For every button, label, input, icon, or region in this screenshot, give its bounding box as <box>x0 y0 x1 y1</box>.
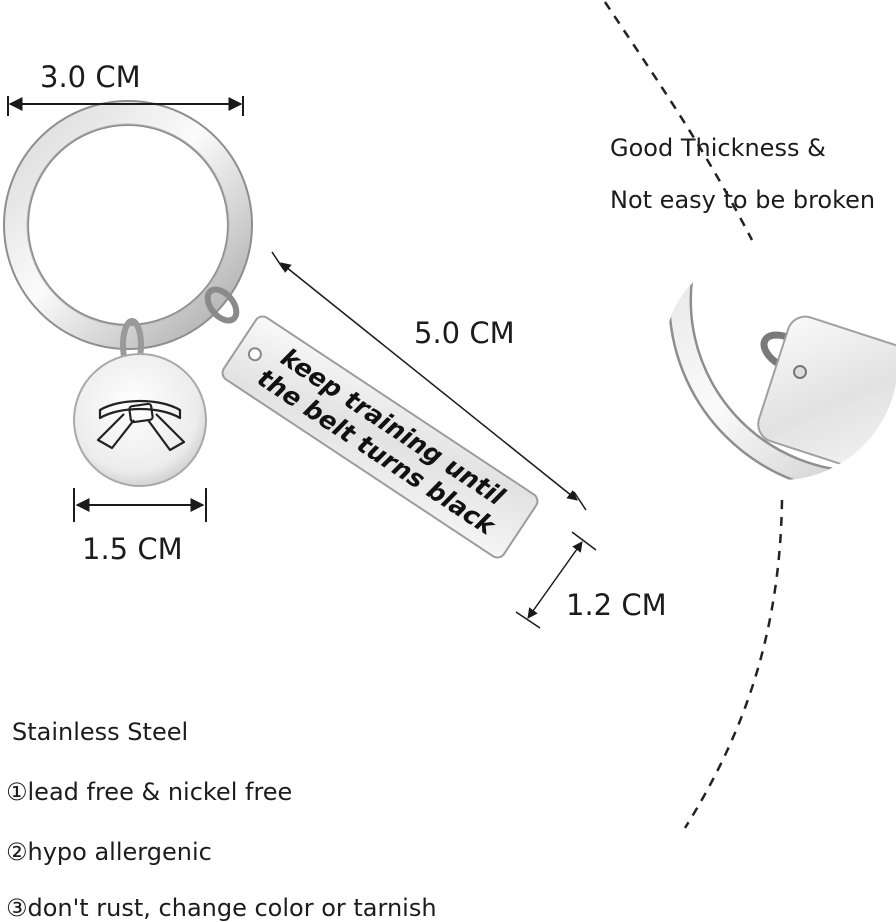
engraved-bar: keep training until the belt turns black <box>221 315 539 559</box>
feature-item-2: ②hypo allergenic <box>6 838 212 866</box>
bar-jump-ring <box>204 286 240 324</box>
ring-width-label: 3.0 CM <box>40 60 141 94</box>
callout-line-2: Not easy to be broken <box>610 186 876 214</box>
feature-item-3: ③don't rust, change color or tarnish <box>6 894 437 922</box>
callout-line-1: Good Thickness & <box>610 134 826 162</box>
charm-diameter-label: 1.5 CM <box>82 532 183 566</box>
bar-length-label: 5.0 CM <box>414 316 515 350</box>
dimension-charm <box>73 488 207 522</box>
round-charm <box>73 353 207 487</box>
material-title: Stainless Steel <box>12 718 189 746</box>
karate-belt-icon <box>96 399 186 452</box>
feature-item-1: ①lead free & nickel free <box>6 778 293 806</box>
bar-width-label: 1.2 CM <box>566 588 667 622</box>
dashed-arc-upper <box>603 1 754 241</box>
zoom-detail <box>662 244 896 480</box>
dimension-ring <box>7 96 244 116</box>
dashed-arc-lower <box>683 499 784 829</box>
dimension-bar-width <box>515 531 597 629</box>
dimension-bar-length <box>271 251 587 511</box>
